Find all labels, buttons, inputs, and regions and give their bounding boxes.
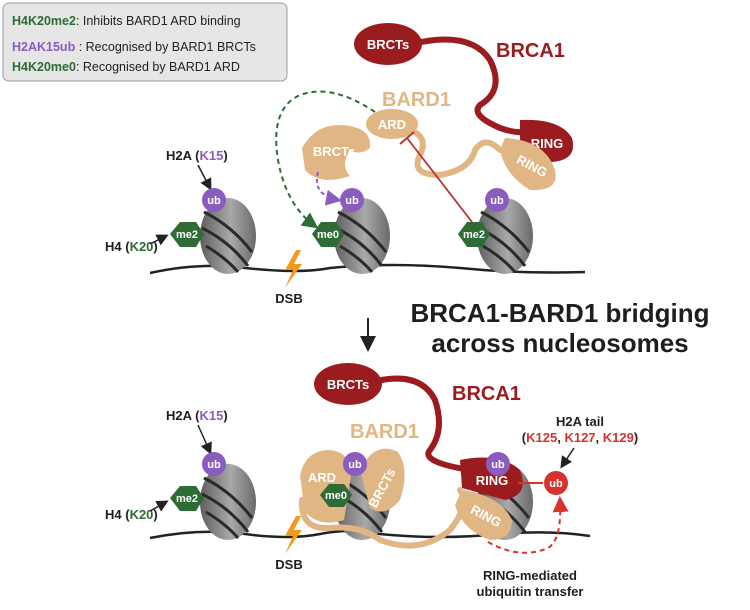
svg-text:me2: me2 (176, 493, 198, 505)
h2a-label: H2A (K15) (166, 148, 228, 163)
inhibition-bar (399, 131, 415, 145)
me2-mark: me2 (458, 222, 490, 247)
title-line-1: BRCA1-BARD1 bridging (411, 298, 710, 328)
bard1-ard-domain (366, 109, 418, 139)
transfer-label-line-2: ubiquitin transfer (477, 584, 584, 599)
h2a-pointer (197, 424, 212, 455)
ub-mark: ub (202, 452, 226, 476)
h2a-tail-title: H2A tail (556, 414, 604, 429)
h2a-tail-ub-mark: ub (544, 471, 568, 495)
h4-pointer (149, 500, 169, 512)
h2a-label: H2A (K15) (166, 408, 228, 423)
transfer-label-line-1: RING-mediated (483, 568, 577, 583)
dsb-lightning-icon (285, 250, 302, 288)
nucleosome (200, 464, 256, 540)
ard-recognition-arrow (275, 90, 376, 229)
bard1-brcts-label: BRCTs (313, 144, 355, 159)
bard1-brcts-domain (360, 448, 405, 512)
svg-text:ub: ub (207, 459, 221, 471)
bottom-panel: H2A (K15) H4 (K20) ub me2 DSB BRCTs BRCA… (105, 363, 638, 599)
center-title: BRCA1-BARD1 bridging across nucleosomes (360, 298, 710, 358)
ub-mark: ub (343, 452, 367, 476)
h4-pointer (149, 234, 169, 246)
bard1-ring-domain (455, 490, 512, 540)
legend-box (2, 2, 288, 82)
bard1-label: BARD1 (382, 89, 451, 111)
top-panel: H2A (K15) H4 (K20) ub me2 ub me0 ub (105, 23, 586, 306)
brca1-linker (409, 36, 533, 136)
svg-text:me2: me2 (463, 229, 485, 241)
brca1-linker (369, 375, 473, 473)
legend-item-h4k20me0: H4K20me0: Recognised by BARD1 ARD (12, 60, 240, 74)
bard1-ring-domain (500, 138, 556, 191)
nucleosome (200, 198, 256, 274)
h4-label: H4 (K20) (105, 239, 158, 254)
svg-text:ub: ub (345, 195, 359, 207)
h2a-pointer (197, 164, 212, 191)
brca1-ring-label: RING (531, 136, 564, 151)
svg-text:ub: ub (207, 195, 221, 207)
bard1-ard-label: ARD (378, 117, 406, 132)
svg-text:ub: ub (491, 459, 505, 471)
legend-item-h2ak15ub: H2AK15ub : Recognised by BARD1 BRCTs (12, 40, 256, 54)
brca1-brcts-label: BRCTs (327, 377, 369, 392)
title-line-2: across nucleosomes (431, 328, 688, 358)
dsb-label: DSB (275, 557, 302, 572)
bard1-brcts-domain (302, 124, 371, 180)
me2-mark: me2 (170, 486, 204, 511)
ub-mark: ub (202, 188, 226, 212)
h2a-tail-pointer (560, 447, 575, 469)
dsb-label: DSB (275, 291, 302, 306)
me0-mark: me0 (312, 222, 344, 247)
ub-mark: ub (340, 188, 364, 212)
ub-transfer-arrow (487, 496, 569, 554)
me0-mark: me0 (320, 484, 352, 507)
brca1-brcts-domain (314, 363, 382, 405)
bard1-label: BARD1 (350, 421, 419, 443)
inhibition-line (406, 137, 473, 223)
brcts-recognition-arrow (316, 171, 342, 206)
ub-mark: ub (486, 452, 510, 476)
h2a-tail-lysines: (K125, K127, K129) (522, 430, 638, 445)
brca1-brcts-domain (354, 23, 422, 65)
dsb-lightning-icon (285, 516, 302, 554)
bard1-linker (402, 125, 503, 179)
svg-text:me0: me0 (317, 229, 339, 241)
svg-text:me2: me2 (176, 229, 198, 241)
me2-mark: me2 (170, 222, 204, 247)
svg-text:ub: ub (490, 195, 504, 207)
legend: H4K20me2: Inhibits BARD1 ARD binding H2A… (2, 2, 288, 82)
nucleosome (334, 198, 390, 274)
svg-text:me0: me0 (325, 490, 347, 502)
legend-item-h4k20me2: H4K20me2: Inhibits BARD1 ARD binding (12, 14, 241, 28)
brca1-label: BRCA1 (496, 40, 565, 62)
h4-label: H4 (K20) (105, 507, 158, 522)
bard1-ard-label: ARD (308, 470, 336, 485)
brca1-label: BRCA1 (452, 383, 521, 405)
ub-mark: ub (485, 188, 509, 212)
brca1-brcts-label: BRCTs (367, 37, 409, 52)
svg-text:ub: ub (348, 459, 362, 471)
bard1-linker (298, 487, 467, 549)
brca1-ring-label: RING (476, 473, 509, 488)
svg-text:ub: ub (549, 478, 563, 490)
